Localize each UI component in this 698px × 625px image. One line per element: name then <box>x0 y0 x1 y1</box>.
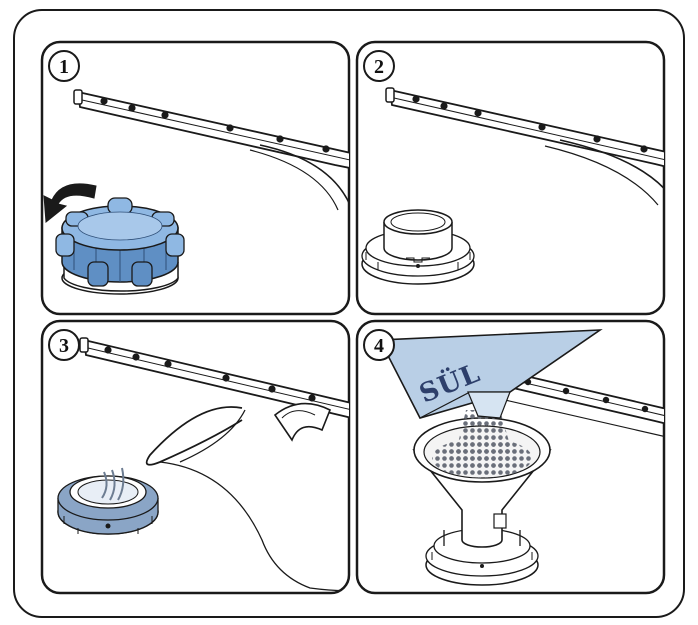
panel-2: 2 <box>355 40 666 316</box>
panel-number-badge: 4 <box>363 329 395 361</box>
panel-4: SÜL 4 <box>355 319 666 595</box>
spray-arm <box>73 89 349 211</box>
panel-1: 1 <box>40 40 351 316</box>
panel-number-badge: 2 <box>363 50 395 82</box>
spray-arm <box>385 87 664 206</box>
salt-package: SÜL <box>378 329 603 419</box>
panel-number: 4 <box>374 335 384 357</box>
panel-number-badge: 3 <box>48 329 80 361</box>
salt-reservoir-icon <box>361 209 475 285</box>
salt-cap-icon <box>55 197 185 287</box>
panel-number: 3 <box>59 335 69 357</box>
panel-3: 3 <box>40 319 351 595</box>
spray-arm <box>79 337 349 422</box>
panel-number: 1 <box>59 56 69 78</box>
water-hose <box>145 402 349 592</box>
salt-stream <box>456 410 512 452</box>
rotate-arrow-icon <box>43 183 97 223</box>
panel-number: 2 <box>374 56 384 78</box>
salt-reservoir-icon <box>57 467 159 535</box>
panel-number-badge: 1 <box>48 50 80 82</box>
